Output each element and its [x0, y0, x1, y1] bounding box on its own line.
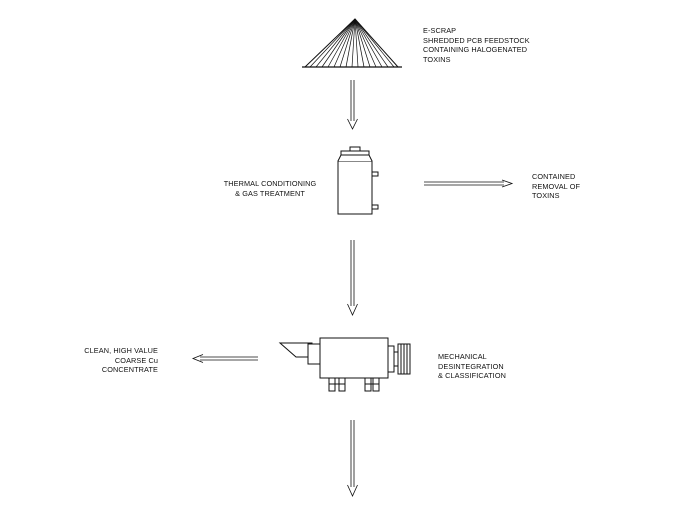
feedstock-line-1: E-SCRAP [423, 26, 457, 35]
toxins-line-1: CONTAINED [532, 172, 576, 181]
toxins-line-3: TOXINS [532, 191, 560, 201]
scrap-pile-icon [302, 18, 402, 68]
flow-arrow-down-1 [347, 80, 358, 130]
feedstock-line-4: TOXINS [423, 54, 451, 64]
flow-arrow-left [191, 354, 258, 363]
mechanical-line-3: & CLASSIFICATION [438, 371, 506, 381]
flow-arrow-right [424, 179, 514, 188]
flow-arrow-down-2 [347, 240, 358, 316]
thermal-line-2: & GAS TREATMENT [235, 188, 305, 198]
toxins-line-2: REMOVAL OF [532, 181, 581, 191]
shredder-unit-icon [278, 337, 411, 392]
feedstock-line-3: CONTAINING HALOGENATED [423, 45, 528, 55]
concentrate-label: CLEAN, HIGH VALUE COARSE Cu CONCENTRATE [70, 346, 158, 375]
mechanical-label: MECHANICAL DESINTEGRATION & CLASSIFICATI… [438, 352, 506, 381]
toxins-label: CONTAINED REMOVAL OF TOXINS [532, 172, 580, 201]
mechanical-line-2: DESINTEGRATION [438, 361, 504, 371]
concentrate-line-3: CONCENTRATE [101, 365, 158, 375]
thermal-label: THERMAL CONDITIONING & GAS TREATMENT [221, 179, 319, 198]
thermal-vessel-icon [337, 146, 379, 215]
feedstock-line-2: SHREDDED PCB FEEDSTOCK [423, 35, 530, 45]
flow-arrow-down-3 [347, 420, 358, 497]
concentrate-line-1: CLEAN, HIGH VALUE [84, 346, 158, 355]
concentrate-line-2: COARSE Cu [114, 355, 158, 365]
feedstock-label: E-SCRAP SHREDDED PCB FEEDSTOCK CONTAININ… [423, 26, 530, 64]
thermal-line-1: THERMAL CONDITIONING [223, 179, 317, 188]
mechanical-line-1: MECHANICAL [438, 352, 487, 361]
